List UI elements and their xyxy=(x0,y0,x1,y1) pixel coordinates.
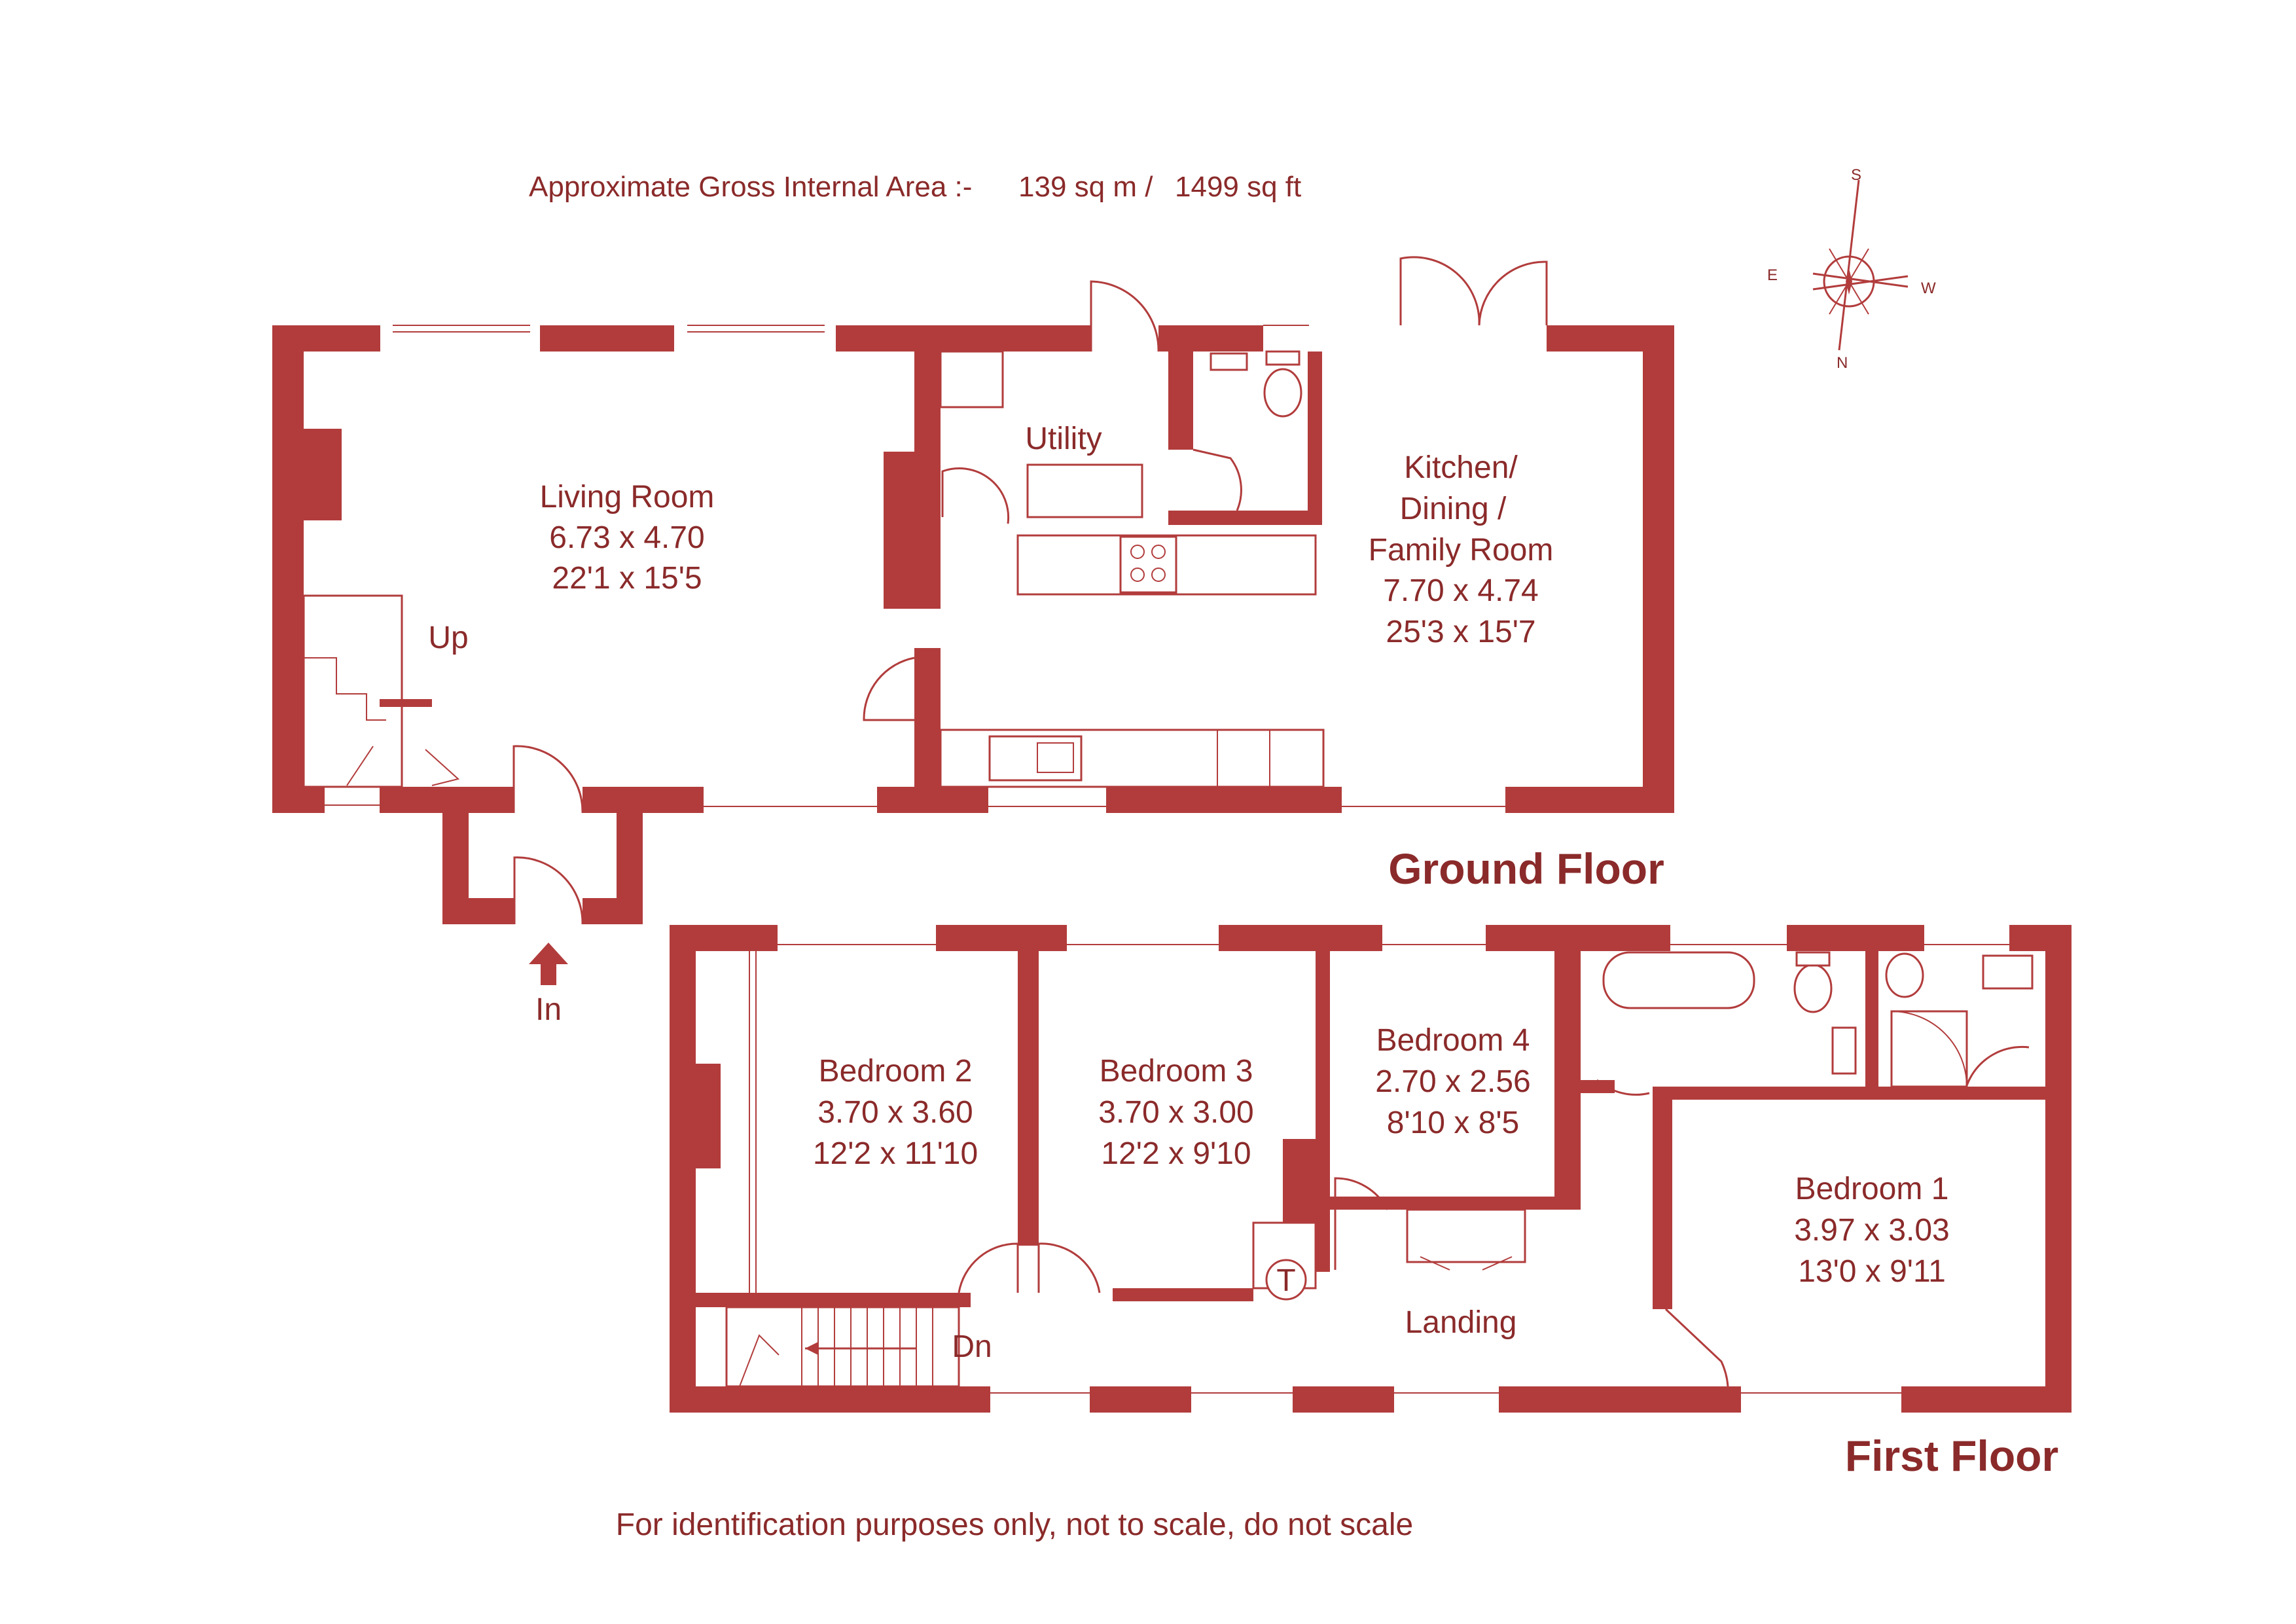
bedroom3-imperial: 12'2 x 9'10 xyxy=(1101,1136,1251,1171)
compass-s: S xyxy=(1851,166,1861,184)
compass-n: N xyxy=(1837,354,1848,372)
ground-floor-title: Ground Floor xyxy=(1388,844,1664,893)
ground-floor-doors xyxy=(512,256,1548,925)
basin-icon-bathroom xyxy=(1831,1026,1857,1075)
tank-label: T xyxy=(1276,1263,1295,1298)
stairs-down-label: Dn xyxy=(952,1329,992,1364)
living-room-imperial: 22'1 x 15'5 xyxy=(552,561,702,596)
first-floor-staircase xyxy=(725,1306,960,1388)
living-room-metric: 6.73 x 4.70 xyxy=(549,520,705,555)
kitchen-metric: 7.70 x 4.74 xyxy=(1383,573,1539,608)
bathroom-fixtures xyxy=(1602,951,2034,1088)
area-sqm: 139 sq m / xyxy=(1018,171,1153,203)
ground-floor-windows xyxy=(325,325,1505,807)
bedroom2-metric: 3.70 x 3.60 xyxy=(817,1095,973,1130)
landing-label: Landing xyxy=(1405,1305,1517,1340)
area-sqft: 1499 sq ft xyxy=(1175,171,1301,203)
first-floor-doors xyxy=(958,1045,2030,1387)
bedroom2-name: Bedroom 2 xyxy=(819,1054,973,1089)
gross-area-header: Approximate Gross Internal Area :- 139 s… xyxy=(529,171,1301,203)
stairs-up-label: Up xyxy=(428,621,468,655)
kitchen-line3: Family Room xyxy=(1369,533,1554,568)
first-floor-windows xyxy=(778,944,2009,1394)
bedroom1-imperial: 13'0 x 9'11 xyxy=(1798,1254,1946,1289)
living-room-name: Living Room xyxy=(540,480,715,514)
ground-floor-walls xyxy=(272,325,1674,924)
bedroom1-name: Bedroom 1 xyxy=(1795,1172,1949,1206)
disclaimer: For identification purposes only, not to… xyxy=(616,1507,1413,1542)
bedroom1-metric: 3.97 x 3.03 xyxy=(1794,1213,1950,1248)
compass-e: E xyxy=(1767,266,1778,284)
kitchen-line1: Kitchen/ xyxy=(1404,450,1518,485)
bedroom4-metric: 2.70 x 2.56 xyxy=(1375,1064,1531,1099)
bath-icon xyxy=(1602,951,1755,1009)
first-floor-title: First Floor xyxy=(1845,1432,2058,1480)
first-floor-cupboards: T xyxy=(749,951,1526,1301)
water-tank-icon xyxy=(1265,1259,1307,1301)
basin-icon xyxy=(1210,352,1248,371)
entrance-arrow-icon xyxy=(529,943,568,985)
first-floor-plan: T Bedroom 2 3.70 x 3.60 12'2 x 11'10 Bed… xyxy=(670,925,2072,1480)
bedroom3-name: Bedroom 3 xyxy=(1100,1054,1253,1089)
entrance-label: In xyxy=(535,992,562,1027)
bedroom4-name: Bedroom 4 xyxy=(1376,1023,1530,1058)
utility-name: Utility xyxy=(1025,422,1102,456)
bedroom2-imperial: 12'2 x 11'10 xyxy=(813,1136,978,1171)
first-floor-walls xyxy=(670,925,2072,1413)
toilet-icon xyxy=(1263,368,1302,418)
ground-staircase xyxy=(302,594,460,788)
kitchen-line2: Dining / xyxy=(1400,492,1507,526)
kitchen-imperial: 25'3 x 15'7 xyxy=(1386,615,1535,649)
toilet-icon-bathroom xyxy=(1793,964,1833,1013)
kitchen-fixtures xyxy=(939,350,1325,788)
wc-fixtures xyxy=(1210,350,1302,418)
basin-icon-ensuite xyxy=(1982,954,2034,990)
compass-rose-icon: S E W N xyxy=(1767,166,1936,372)
toilet-icon-ensuite xyxy=(1885,952,1924,998)
compass-w: W xyxy=(1921,280,1936,297)
shower-icon xyxy=(1890,1010,1968,1088)
hob-icon xyxy=(1119,535,1177,594)
ground-floor-plan: Living Room 6.73 x 4.70 22'1 x 15'5 Util… xyxy=(272,256,1674,1027)
bedroom3-metric: 3.70 x 3.00 xyxy=(1098,1095,1254,1130)
area-label: Approximate Gross Internal Area :- xyxy=(529,171,972,203)
bedroom4-imperial: 8'10 x 8'5 xyxy=(1387,1106,1519,1140)
